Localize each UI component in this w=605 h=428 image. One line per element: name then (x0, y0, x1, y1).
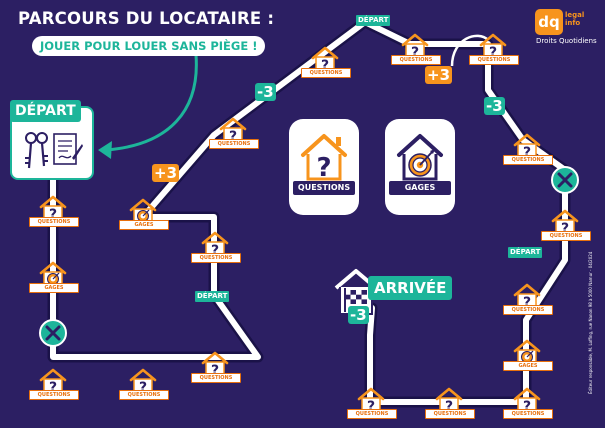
questions-square: ?QUESTIONS (425, 384, 475, 419)
question-house-icon: ? (357, 387, 385, 415)
target-house-icon (39, 261, 67, 287)
target-house-icon (129, 198, 157, 224)
plus-three-badge: +3 (152, 164, 180, 182)
questions-card-label: QUESTIONS (293, 181, 355, 195)
minus-three-badge: -3 (348, 306, 369, 324)
questions-square: ?QUESTIONS (191, 348, 241, 383)
square-label: GAGES (119, 220, 169, 230)
question-house-icon: ? (513, 133, 541, 161)
question-house-icon: ? (401, 33, 429, 61)
square-label: QUESTIONS (209, 139, 259, 149)
square-label: QUESTIONS (29, 217, 79, 227)
square-label: QUESTIONS (503, 305, 553, 315)
gages-card[interactable]: GAGES (385, 119, 455, 215)
questions-square: ?QUESTIONS (347, 384, 397, 419)
start-marker-tag: DÉPART (356, 15, 391, 26)
square-label: QUESTIONS (191, 373, 241, 383)
page-subtitle: JOUER POUR LOUER SANS PIÈGE ! (32, 36, 266, 56)
target-house-icon (397, 134, 443, 181)
questions-square: ?QUESTIONS (29, 192, 79, 227)
svg-text:?: ? (229, 129, 237, 145)
square-label: QUESTIONS (347, 409, 397, 419)
cross-circle-icon (39, 319, 67, 347)
square-label: QUESTIONS (503, 155, 553, 165)
svg-text:?: ? (211, 243, 219, 259)
square-label: QUESTIONS (469, 55, 519, 65)
svg-text:?: ? (49, 207, 57, 223)
start-label: DÉPART (10, 100, 81, 122)
svg-text:?: ? (367, 399, 375, 415)
questions-square: ?QUESTIONS (29, 365, 79, 400)
questions-square: ?QUESTIONS (503, 130, 553, 165)
finish-label: ARRIVÉE (368, 276, 453, 300)
page-title: PARCOURS DU LOCATAIRE : (18, 9, 275, 28)
questions-square: ?QUESTIONS (191, 228, 241, 263)
square-label: QUESTIONS (503, 409, 553, 419)
questions-square: ?QUESTIONS (209, 114, 259, 149)
questions-card[interactable]: ? QUESTIONS (289, 119, 359, 215)
question-house-icon: ? (201, 231, 229, 259)
svg-text:?: ? (445, 399, 453, 415)
start-arrow (104, 53, 198, 152)
svg-text:?: ? (489, 45, 497, 61)
cross-square (36, 316, 70, 350)
square-label: QUESTIONS (301, 68, 351, 78)
question-house-icon: ? (39, 368, 67, 396)
square-label: GAGES (503, 361, 553, 371)
questions-square: ?QUESTIONS (301, 43, 351, 78)
question-house-icon: ? (301, 134, 347, 183)
gages-square: GAGES (119, 195, 169, 230)
questions-square: ?QUESTIONS (503, 280, 553, 315)
loop-arrow (450, 34, 489, 67)
start-arrow-head (98, 141, 112, 159)
minus-three-badge: -3 (255, 83, 276, 101)
question-house-icon: ? (311, 46, 339, 74)
questions-square: ?QUESTIONS (391, 30, 441, 65)
start-marker-tag: DÉPART (508, 247, 543, 258)
keys-and-contract-icon (25, 132, 83, 169)
svg-text:?: ? (211, 363, 219, 379)
logo-mark: dq (535, 9, 563, 35)
question-house-icon: ? (513, 283, 541, 311)
legal-info-logo: dq legal info Droits Quotidiens (535, 9, 599, 49)
square-label: QUESTIONS (119, 390, 169, 400)
svg-text:?: ? (561, 221, 569, 237)
svg-text:?: ? (139, 380, 147, 396)
square-label: QUESTIONS (29, 390, 79, 400)
logo-sub-text: Droits Quotidiens (536, 37, 597, 45)
svg-text:?: ? (321, 58, 329, 74)
questions-square: ?QUESTIONS (469, 30, 519, 65)
square-label: QUESTIONS (191, 253, 241, 263)
square-label: QUESTIONS (425, 409, 475, 419)
questions-square: ?QUESTIONS (503, 384, 553, 419)
questions-square: ?QUESTIONS (541, 206, 591, 241)
svg-text:?: ? (523, 399, 531, 415)
minus-three-badge: -3 (484, 97, 505, 115)
gages-card-label: GAGES (389, 181, 451, 195)
questions-square: ?QUESTIONS (119, 365, 169, 400)
svg-text:?: ? (411, 45, 419, 61)
start-marker-tag: DÉPART (195, 291, 230, 302)
svg-text:?: ? (49, 380, 57, 396)
start-panel: DÉPART (10, 100, 94, 180)
square-label: GAGES (29, 283, 79, 293)
gages-square: GAGES (503, 336, 553, 371)
gages-square: GAGES (29, 258, 79, 293)
question-house-icon: ? (479, 33, 507, 61)
cross-circle-icon (551, 166, 579, 194)
plus-three-badge: +3 (425, 66, 453, 84)
svg-text:?: ? (316, 153, 331, 183)
logo-top-text: legal info (565, 11, 585, 27)
square-label: QUESTIONS (541, 231, 591, 241)
svg-text:?: ? (523, 295, 531, 311)
cross-square (548, 163, 582, 197)
question-house-icon: ? (513, 387, 541, 415)
svg-text:?: ? (523, 145, 531, 161)
square-label: QUESTIONS (391, 55, 441, 65)
